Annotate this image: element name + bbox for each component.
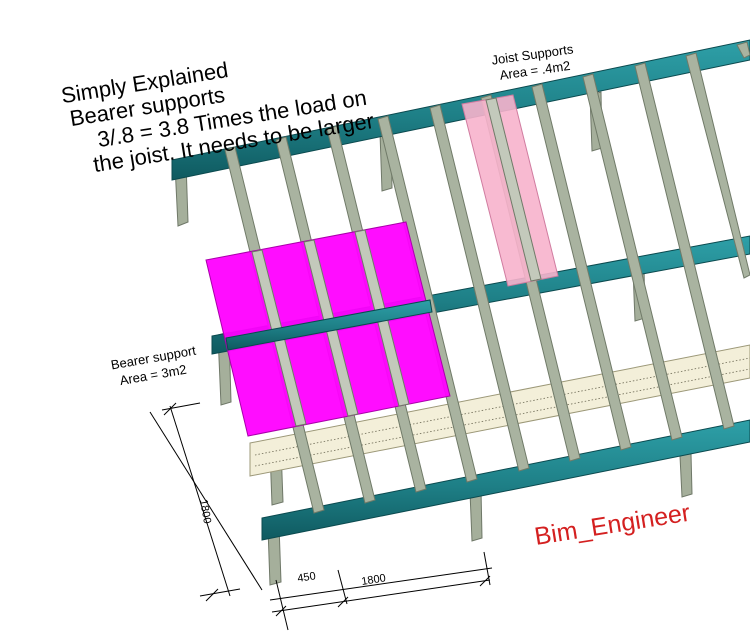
- bearer-support-label: Bearer support Area = 3m2: [110, 343, 198, 388]
- post: [679, 452, 693, 498]
- joist: [582, 73, 683, 441]
- bearer-bottom: [261, 419, 750, 541]
- joist: [736, 41, 750, 59]
- joist-tributary-area: [461, 94, 559, 287]
- watermark-text: Bim_Engineer: [533, 499, 692, 551]
- bearer-tributary-area: [205, 221, 451, 437]
- dimension-texts: 1800 450 1800: [197, 498, 387, 588]
- dim-joist-span: 1800: [361, 572, 387, 588]
- joist: [634, 62, 735, 430]
- dimension-lines: [149, 402, 493, 631]
- joist: [531, 83, 632, 451]
- joist: [685, 52, 750, 279]
- bearer-top: [171, 39, 750, 181]
- joist: [429, 104, 530, 472]
- joist-supports-label: Joist Supports Area = .4m2: [491, 41, 575, 82]
- dim-joist-spacing: 450: [297, 570, 317, 585]
- dim-bearer-span: 1800: [197, 498, 213, 524]
